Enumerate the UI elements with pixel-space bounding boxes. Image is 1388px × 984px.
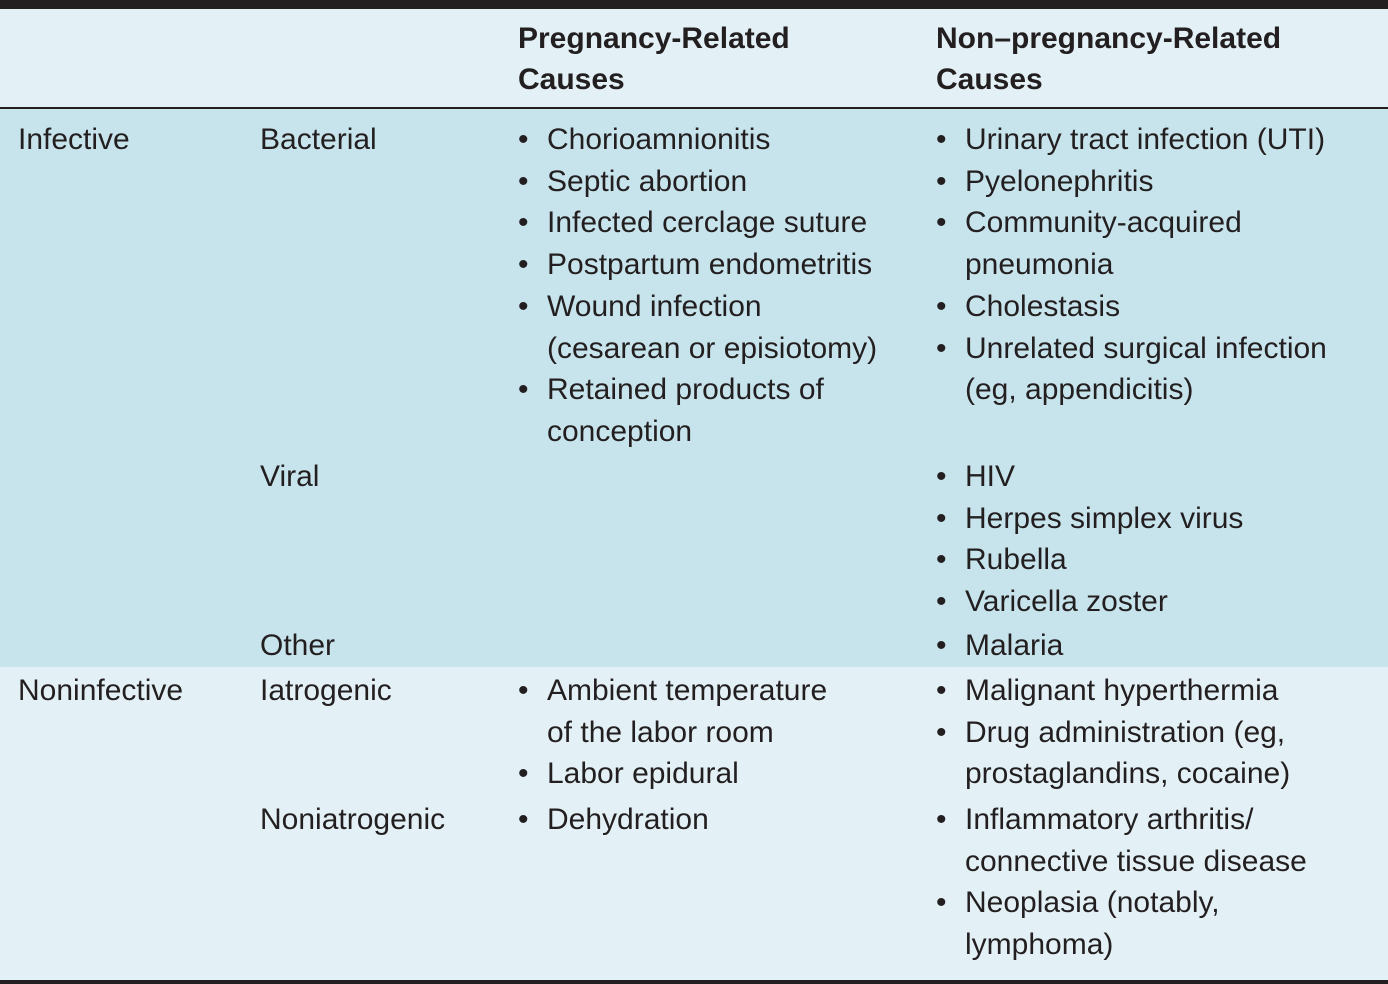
subcategory-viral: Viral	[260, 460, 320, 493]
list-item: Urinary tract infection (UTI)	[936, 119, 1327, 161]
list-item: Malaria	[936, 625, 1063, 667]
noniatrogenic-non-pregnancy-list: Inflammatory arthritis/ connective tissu…	[936, 799, 1307, 966]
other-non-pregnancy-list: Malaria	[936, 625, 1063, 667]
subcategory-iatrogenic: Iatrogenic	[260, 674, 392, 707]
bottom-rule	[0, 980, 1388, 984]
viral-non-pregnancy-list: HIVHerpes simplex virusRubellaVaricella …	[936, 456, 1243, 623]
subcategory-bacterial: Bacterial	[260, 123, 377, 156]
list-item: Pyelonephritis	[936, 161, 1327, 203]
list-item: Malignant hyperthermia	[936, 670, 1290, 712]
header-line: Causes	[936, 63, 1043, 96]
bacterial-non-pregnancy-list: Urinary tract infection (UTI)Pyelonephri…	[936, 119, 1327, 411]
list-item: HIV	[936, 456, 1243, 498]
header-rule	[0, 107, 1388, 109]
category-infective: Infective	[18, 123, 130, 156]
top-rule	[0, 0, 1388, 9]
subcategory-other: Other	[260, 629, 336, 662]
list-item: Inflammatory arthritis/ connective tissu…	[936, 799, 1307, 882]
noniatrogenic-pregnancy-list: Dehydration	[518, 799, 709, 841]
list-item: Varicella zoster	[936, 581, 1243, 623]
list-item: Ambient temperature of the labor room	[518, 670, 827, 753]
iatrogenic-non-pregnancy-list: Malignant hyperthermiaDrug administratio…	[936, 670, 1290, 795]
list-item: Postpartum endometritis	[518, 244, 877, 286]
list-item: Dehydration	[518, 799, 709, 841]
list-item: Labor epidural	[518, 753, 827, 795]
list-item: Neoplasia (notably, lymphoma)	[936, 882, 1307, 965]
list-item: Unrelated surgical infection (eg, append…	[936, 328, 1327, 411]
list-item: Rubella	[936, 539, 1243, 581]
list-item: Herpes simplex virus	[936, 498, 1243, 540]
list-item: Septic abortion	[518, 161, 877, 203]
header-line: Causes	[518, 63, 625, 96]
list-item: Cholestasis	[936, 286, 1327, 328]
table-header	[0, 9, 1388, 107]
list-item: Chorioamnionitis	[518, 119, 877, 161]
header-line: Pregnancy-Related	[518, 22, 790, 55]
list-item: Infected cerclage suture	[518, 202, 877, 244]
subcategory-noniatrogenic: Noniatrogenic	[260, 803, 446, 836]
list-item: Drug administration (eg, prostaglandins,…	[936, 712, 1290, 795]
bacterial-pregnancy-list: ChorioamnionitisSeptic abortionInfected …	[518, 119, 877, 453]
list-item: Community-acquired pneumonia	[936, 202, 1327, 285]
list-item: Wound infection (cesarean or episiotomy)	[518, 286, 877, 369]
header-line: Non–pregnancy-Related	[936, 22, 1282, 55]
iatrogenic-pregnancy-list: Ambient temperature of the labor roomLab…	[518, 670, 827, 795]
category-noninfective: Noninfective	[18, 674, 184, 707]
list-item: Retained products of conception	[518, 369, 877, 452]
